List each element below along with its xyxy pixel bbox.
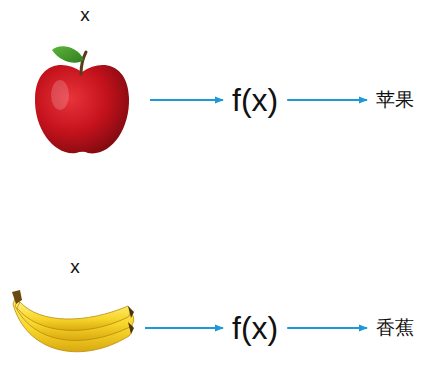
- output-label: 香蕉: [372, 315, 418, 341]
- output-label: 苹果: [376, 89, 414, 111]
- banana-stem: [12, 290, 22, 304]
- function-label: f(x): [228, 80, 282, 121]
- apple-node: x: [25, 4, 145, 160]
- apple-highlight: [51, 80, 69, 110]
- apple-picture: [35, 46, 129, 153]
- banana-tip: [128, 322, 134, 334]
- arrow-connector: [287, 99, 367, 101]
- banana-shape: [17, 302, 130, 330]
- banana-picture: [12, 290, 134, 352]
- apple-body: [35, 65, 129, 153]
- output-label: 香蕉: [376, 317, 414, 339]
- banana-shape: [15, 300, 134, 340]
- output-label: 苹果: [372, 87, 418, 113]
- apple-stem: [81, 52, 86, 74]
- arrow-connector: [150, 99, 223, 101]
- banana-tip: [128, 306, 134, 318]
- input-variable: x: [25, 4, 145, 26]
- function-label: f(x): [228, 308, 282, 349]
- banana-node: x: [10, 256, 140, 364]
- function-label: f(x): [232, 310, 278, 347]
- apple-leaf: [52, 46, 84, 62]
- arrow-connector: [145, 327, 223, 329]
- arrow-connector: [287, 327, 367, 329]
- function-label: f(x): [232, 82, 278, 119]
- input-variable: x: [10, 256, 140, 278]
